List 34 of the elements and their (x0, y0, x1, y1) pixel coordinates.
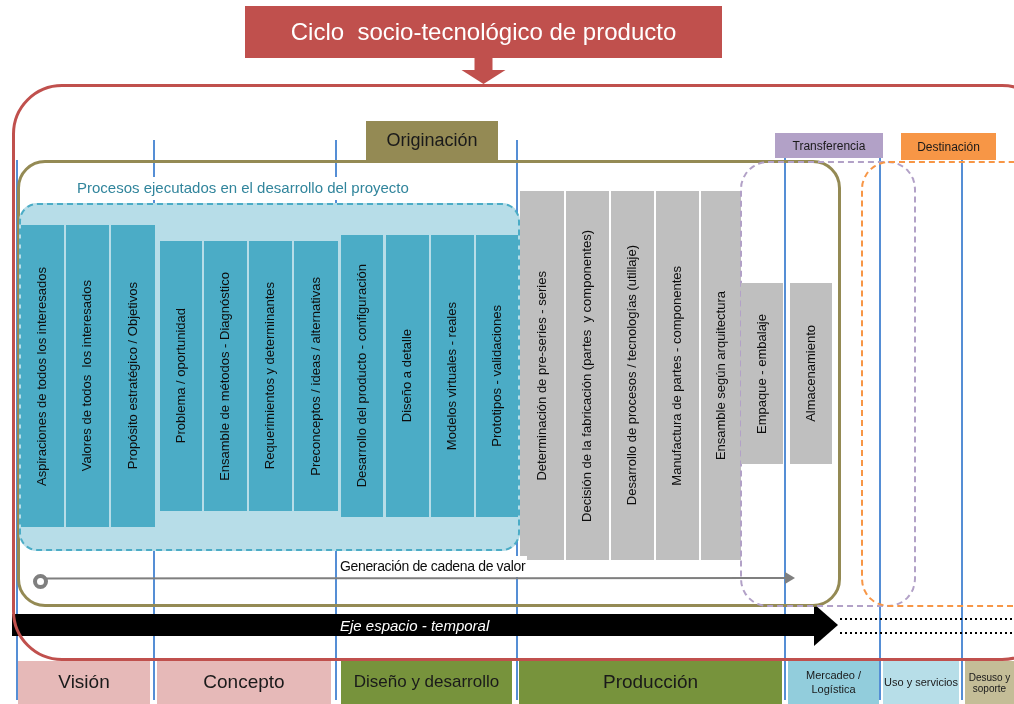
phase-box: Diseño y desarrollo (341, 661, 512, 704)
phase-box: Concepto (157, 661, 331, 704)
process-bar: Almacenamiento (790, 283, 832, 464)
arrow (461, 58, 506, 84)
process-bar: Prototipos - validaciones (476, 235, 518, 517)
container-outline (12, 84, 1014, 661)
process-bar: Valores de todos los interesados (66, 225, 109, 527)
phase-box: Producción (519, 661, 782, 704)
process-bar: Desarrollo de procesos / tecnologías (utillaje) (611, 191, 654, 560)
process-bar: Ensamble de métodos - Diagnóstico (204, 241, 247, 511)
process-bar: Preconceptos / ideas / alternativas (294, 241, 338, 511)
heading-tab: Transferencia (775, 133, 883, 158)
process-bar: Empaque - embalaje (741, 283, 783, 464)
edge-label: Generación de cadena de valor (338, 556, 528, 577)
process-bar: Manufactura de partes - componentes (656, 191, 699, 560)
phase-box: Visión (18, 661, 150, 704)
axis-label: Eje espacio - temporal (340, 616, 490, 636)
process-bar: Desarrollo del producto - configuración (341, 235, 383, 517)
heading-tab: Originación (366, 121, 498, 160)
process-bar: Decisión de la fabricación (partes y componentes) (566, 191, 609, 560)
process-bar: Aspiraciones de todos los interesados (21, 225, 64, 527)
process-bar: Requerimientos y determinantes (249, 241, 292, 511)
title-banner: Ciclo socio-tecnológico de producto (245, 6, 722, 58)
process-bar: Diseño a detalle (386, 235, 429, 517)
process-bar: Problema / oportunidad (160, 241, 202, 511)
phase-box: Uso y servicios (883, 661, 959, 704)
heading-tab: Destinación (901, 133, 996, 160)
phase-box: Mercadeo / Logística (788, 661, 879, 704)
process-bar: Modelos virtuales - reales (431, 235, 474, 517)
phase-box: Desuso y soporte (965, 661, 1014, 704)
process-bar: Propósito estratégico / Objetivos (111, 225, 155, 527)
process-bar: Ensamble según arquitectura (701, 191, 741, 560)
arrow (44, 572, 795, 584)
process-bar: Determinación de pre-series - series (520, 191, 564, 560)
